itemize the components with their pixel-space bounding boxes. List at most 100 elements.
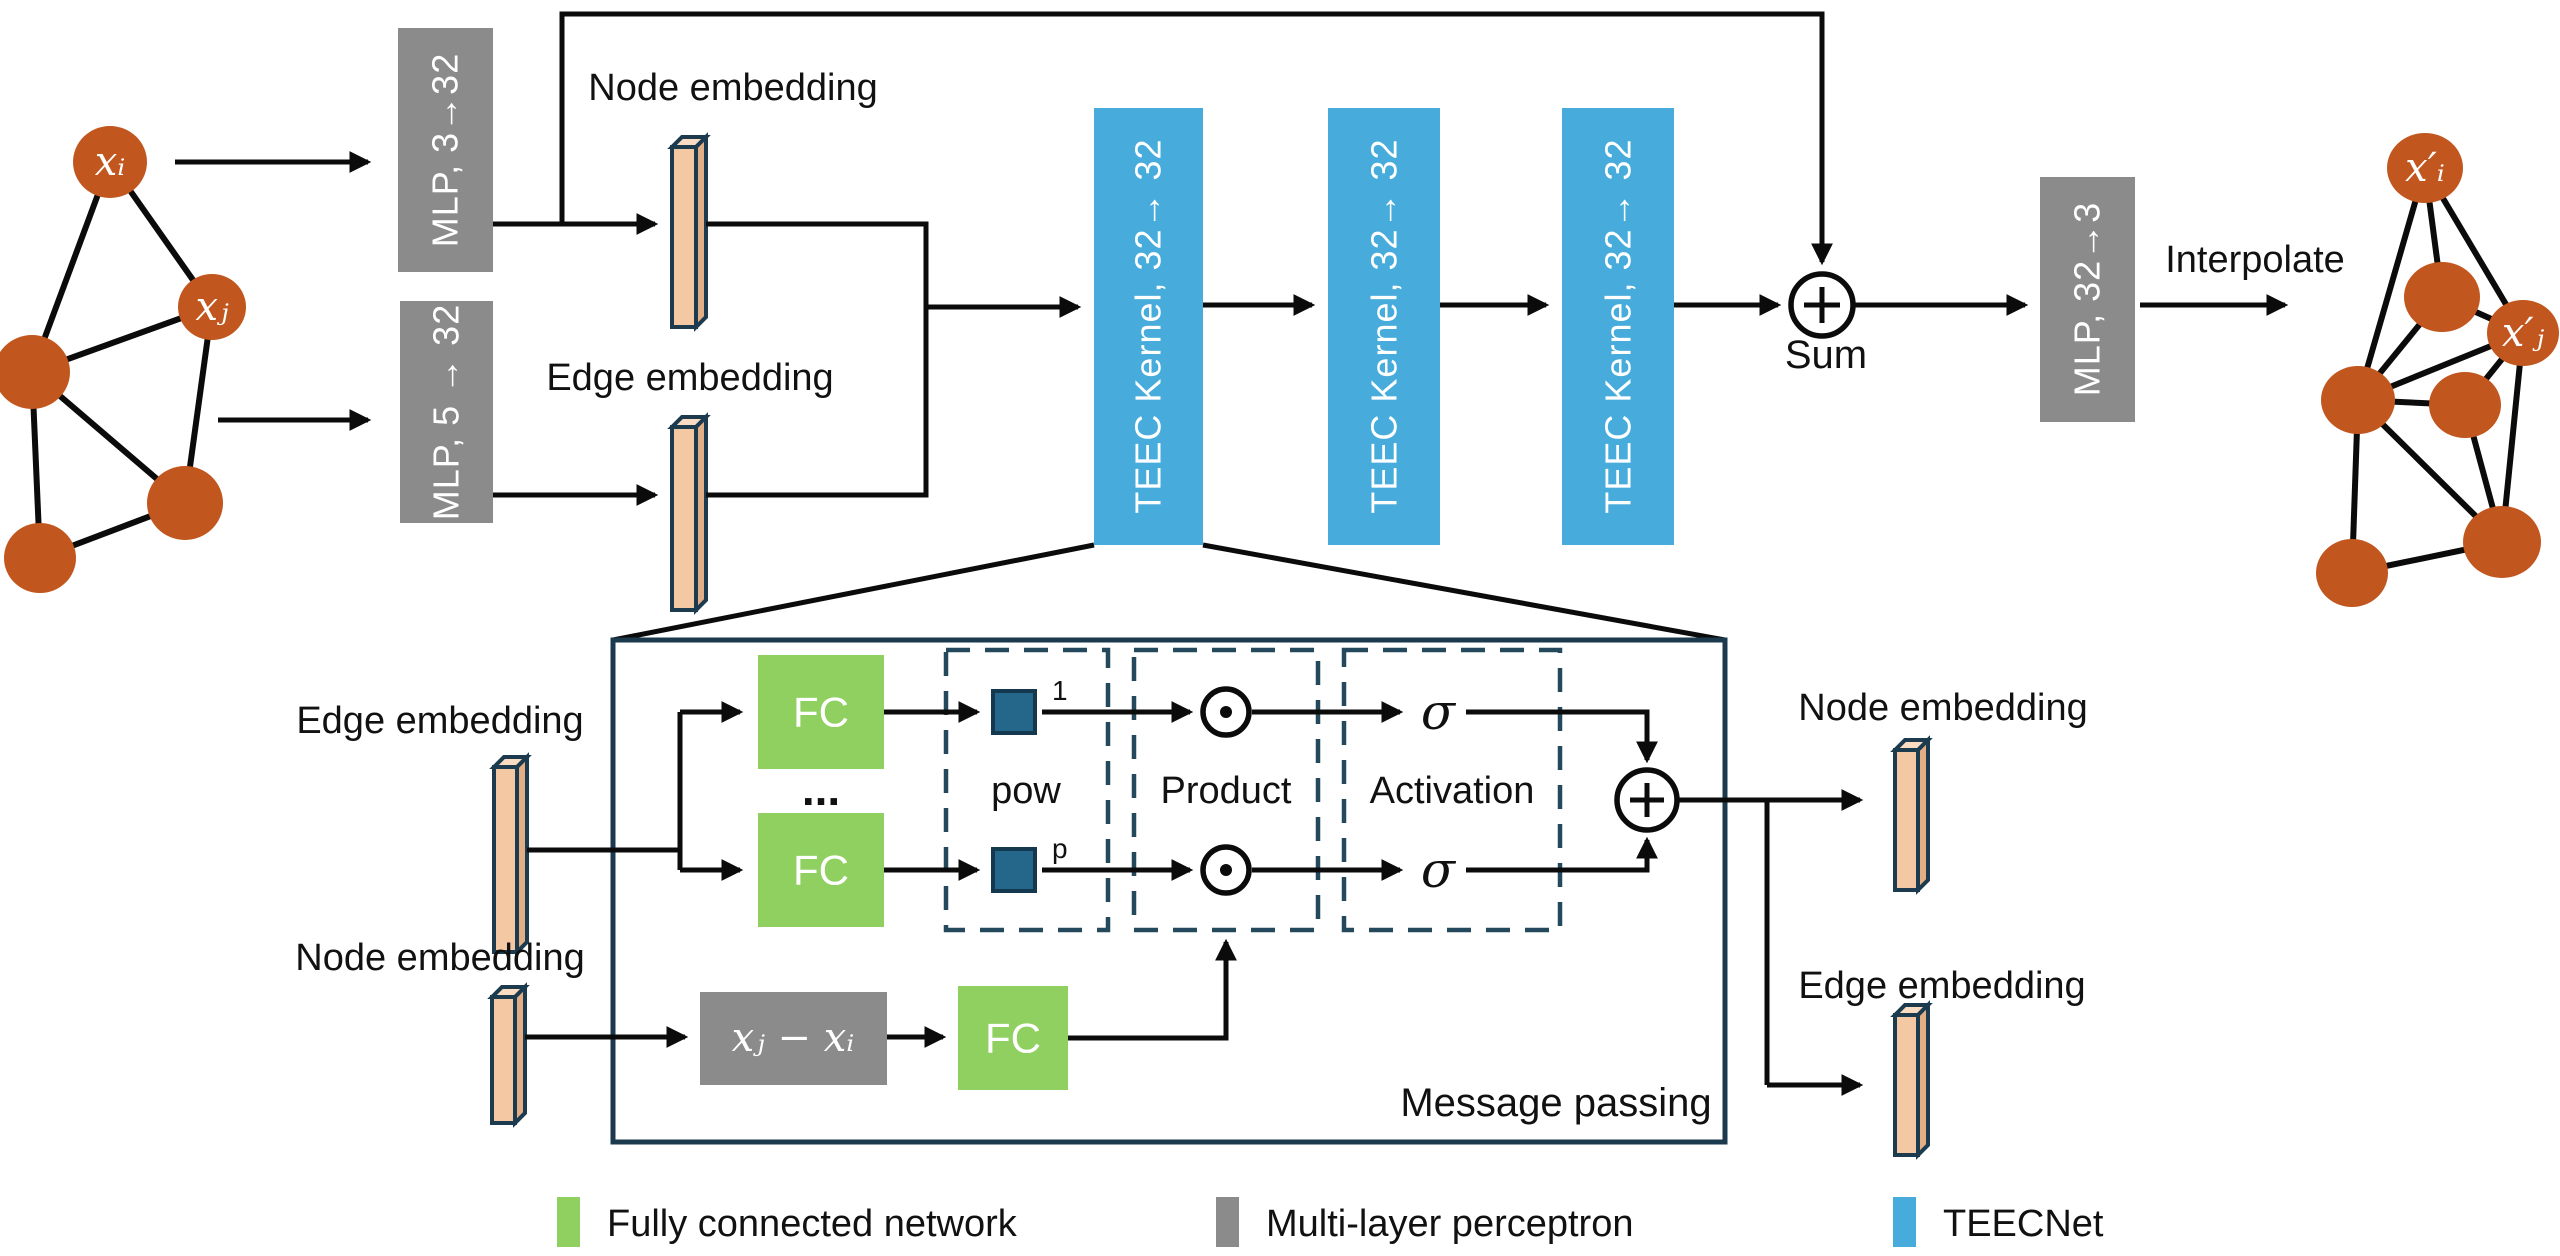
teec-kernel-2: TEEC Kernel, 32→ 32 [1328, 108, 1440, 545]
teec-kernel-1-label: TEEC Kernel, 32→ 32 [1128, 138, 1169, 513]
sigma-top: σ [1421, 683, 1457, 741]
product-top-icon [1200, 686, 1252, 738]
sigma-bottom: σ [1421, 841, 1457, 899]
activation-label: Activation [1370, 770, 1535, 812]
bar-front [670, 145, 698, 329]
wire-sigma-top-to-plus [1466, 709, 1659, 764]
graph-node-xi-prime [2387, 133, 2463, 203]
product-bottom-icon [1200, 844, 1252, 896]
bar-front [670, 425, 698, 612]
graph-node [2316, 539, 2388, 607]
fc-ellipsis: ... [802, 763, 840, 815]
mlp-edge-encoder-box [400, 301, 493, 523]
odot-circle [1200, 844, 1252, 896]
mlp-node-encoder-label: MLP, 3→32 [425, 53, 466, 247]
bar-front [492, 765, 519, 954]
fc-bottom-label: FC [793, 847, 849, 894]
node-diff-label: xⱼ − xᵢ [732, 1015, 855, 1061]
fc-top-label: FC [793, 689, 849, 736]
product-group-box [1131, 647, 1321, 933]
mp-edge-embedding-out-label: Edge embedding [1798, 965, 2085, 1007]
pow-label: pow [991, 770, 1061, 812]
fc-diff-box [958, 986, 1068, 1090]
graph-node [147, 466, 223, 540]
mp-edge-embedding-in-bar [489, 752, 532, 957]
mlp-edge-encoder-label: MLP, 5 → 32 [426, 304, 467, 520]
odot-dot [1220, 864, 1232, 876]
edge-embedding-bar [667, 412, 711, 615]
bar-front [490, 995, 517, 1125]
teec-kernel-3: TEEC Kernel, 32→ 32 [1562, 108, 1674, 545]
legend-label-mlp: Multi-layer perceptron [1266, 1203, 1633, 1245]
fc-diff-label: FC [985, 1015, 1041, 1062]
output-graph: x′ᵢ x′ⱼ [2316, 133, 2559, 607]
activation-group-box [1341, 647, 1563, 933]
legend-label-fc: Fully connected network [607, 1203, 1018, 1245]
teec-kernel-2-label: TEEC Kernel, 32→ 32 [1364, 138, 1405, 513]
mp-node-embedding-in-label: Node embedding [295, 937, 584, 979]
graph-node [2463, 506, 2541, 578]
fc-top: FC [758, 655, 884, 769]
sum-node: Sum [1785, 271, 1867, 377]
mp-output-trunk [1677, 797, 1770, 1085]
graph-node [2404, 262, 2480, 332]
mlp-node-encoder: MLP, 3→32 [398, 28, 493, 272]
odot-circle [1200, 686, 1252, 738]
legend: Fully connected network Multi-layer perc… [557, 1197, 2104, 1247]
pow-square-1 [991, 689, 1037, 735]
output-node-j-label: x′ⱼ [2502, 310, 2545, 356]
pow-exponent-p: p [1052, 833, 1068, 864]
legend-swatch-fc [557, 1197, 580, 1247]
mlp-node-encoder-box [398, 28, 493, 272]
teec-kernel-3-box [1562, 108, 1674, 545]
pow-square-p [991, 847, 1037, 893]
fc-bottom: FC [758, 813, 884, 927]
pow-exponent-1: 1 [1052, 675, 1068, 706]
aggregate-node [1614, 767, 1680, 833]
legend-swatch-mlp [1216, 1197, 1239, 1247]
fc-bottom-box [758, 813, 884, 927]
input-node-i-label: xᵢ [95, 139, 126, 185]
mlp-decoder-label: MLP, 32→3 [2067, 202, 2108, 396]
mlp-edge-encoder: MLP, 5 → 32 [400, 301, 493, 523]
skip-connection-to-sum [559, 11, 1834, 266]
node-embedding-label: Node embedding [588, 67, 877, 109]
graph-node-xj-prime [2487, 300, 2559, 366]
wire-fc-to-product [1068, 938, 1238, 1041]
zoom-connector-right [1202, 542, 1726, 643]
graph-edge [2355, 167, 2428, 401]
fc-diff: FC [958, 986, 1068, 1090]
mp-node-embedding-in-bar [487, 982, 530, 1128]
bar-front [1893, 1013, 1920, 1157]
mp-edge-embedding-out-bar [1890, 1000, 1933, 1160]
output-node-i-label: x′ᵢ [2405, 145, 2445, 191]
legend-label-teecnet: TEECNet [1943, 1203, 2104, 1245]
graph-node [2429, 372, 2501, 438]
teec-kernel-1-box [1094, 108, 1203, 545]
interpolate-label: Interpolate [2165, 239, 2345, 281]
message-passing-label: Message passing [1400, 1081, 1711, 1125]
graph-edge [29, 160, 113, 374]
product-label: Product [1161, 770, 1292, 812]
node-embedding-bar [667, 132, 711, 332]
node-diff-rect [700, 992, 887, 1085]
embedding-merge-wire [706, 221, 929, 498]
sum-label: Sum [1785, 333, 1867, 377]
legend-swatch-teecnet [1893, 1197, 1916, 1247]
mlp-decoder-box [2040, 177, 2135, 422]
graph-node [0, 335, 70, 409]
graph-node [2321, 366, 2395, 434]
mp-edge-embedding-in-label: Edge embedding [296, 700, 583, 742]
teec-kernel-2-box [1328, 108, 1440, 545]
bar-front [1893, 748, 1920, 892]
mp-node-embedding-out-bar [1890, 735, 1933, 895]
odot-dot [1220, 706, 1232, 718]
graph-node-xj [178, 274, 246, 340]
zoom-connector-left [612, 542, 1095, 643]
input-graph: xᵢ xⱼ [0, 126, 246, 593]
edge-embedding-label: Edge embedding [546, 357, 833, 399]
teec-kernel-3-label: TEEC Kernel, 32→ 32 [1598, 138, 1639, 513]
wire-sigma-bottom-to-plus [1466, 836, 1659, 873]
